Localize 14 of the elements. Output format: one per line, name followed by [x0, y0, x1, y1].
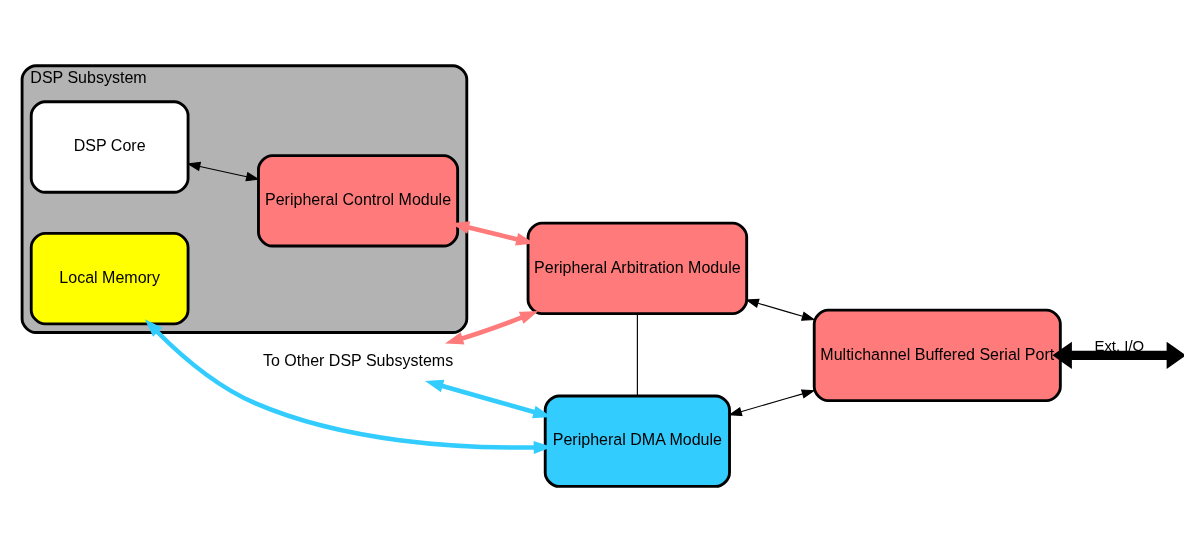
node-box: Multichannel Buffered Serial Port: [812, 308, 1062, 402]
connector: [636, 312, 638, 397]
arrow: [728, 388, 816, 416]
arrow: [745, 298, 816, 321]
node-box: Local Memory: [29, 231, 190, 325]
edge-label: Ext. I/O: [1094, 337, 1145, 354]
arrow: [444, 310, 539, 345]
arrow: [186, 161, 260, 181]
node-box: Peripheral Arbitration Module: [526, 221, 749, 315]
node-box: DSP Core: [29, 99, 190, 194]
node-text: To Other DSP Subsystems: [262, 350, 454, 369]
arrow: [1052, 341, 1184, 369]
node-box: Peripheral DMA Module: [543, 394, 731, 488]
node-box: Peripheral Control Module: [257, 153, 460, 247]
